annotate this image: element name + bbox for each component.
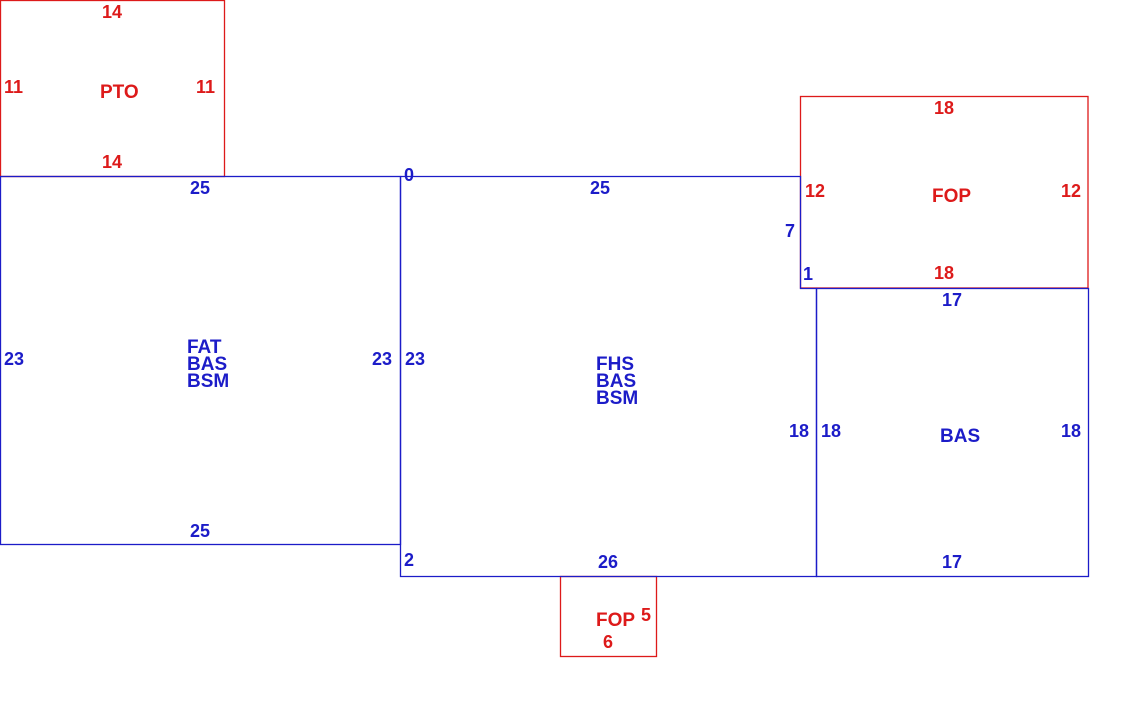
center-block-dim-top: 25 bbox=[590, 178, 610, 198]
right-bas-dim-top: 17 bbox=[942, 290, 962, 310]
left-block-label-1: FAT bbox=[187, 337, 222, 358]
fop-upper-area: 18 18 12 12 FOP bbox=[799, 95, 1089, 289]
fop-upper-dim-right: 12 bbox=[1061, 181, 1081, 201]
right-bas-area: 17 17 18 18 BAS bbox=[815, 287, 1090, 578]
left-block-dim-right: 23 bbox=[372, 349, 392, 369]
fop-lower-dim-right: 5 bbox=[641, 605, 651, 625]
center-block-dim-notch: 1 bbox=[803, 264, 813, 284]
center-block-label-1: FHS bbox=[596, 354, 634, 375]
fop-lower-label: FOP bbox=[596, 610, 635, 631]
fop-lower-dim-bottom: 6 bbox=[603, 632, 613, 652]
center-block-dim-left: 23 bbox=[405, 349, 425, 369]
fop-upper-dim-left: 12 bbox=[805, 181, 825, 201]
pto-dim-left: 11 bbox=[4, 77, 23, 97]
center-block-label-2: BAS bbox=[596, 371, 636, 392]
center-block-dim-upper-right: 7 bbox=[785, 221, 795, 241]
left-block-dim-top: 25 bbox=[190, 178, 210, 198]
right-bas-outline bbox=[815, 287, 1090, 578]
right-bas-label: BAS bbox=[940, 426, 980, 447]
center-block-area: 25 26 23 18 7 0 2 1 FHS BAS BSM bbox=[399, 165, 818, 578]
pto-dim-top: 14 bbox=[102, 2, 122, 22]
center-block-corner-bottom-left: 2 bbox=[404, 550, 414, 570]
pto-dim-bottom: 14 bbox=[102, 152, 122, 172]
center-block-dim-right: 18 bbox=[789, 421, 809, 441]
left-block-dim-bottom: 25 bbox=[190, 521, 210, 541]
pto-label: PTO bbox=[100, 82, 139, 103]
fop-upper-label: FOP bbox=[932, 186, 971, 207]
left-block-label-2: BAS bbox=[187, 354, 227, 375]
left-block-dim-left: 23 bbox=[4, 349, 24, 369]
right-bas-dim-right: 18 bbox=[1061, 421, 1081, 441]
center-block-label-3: BSM bbox=[596, 388, 638, 409]
right-bas-dim-left: 18 bbox=[821, 421, 841, 441]
fop-upper-dim-top: 18 bbox=[934, 98, 954, 118]
center-block-dim-bottom: 26 bbox=[598, 552, 618, 572]
right-bas-dim-bottom: 17 bbox=[942, 552, 962, 572]
center-block-corner-top-left: 0 bbox=[404, 165, 414, 185]
pto-area: 14 14 11 11 PTO bbox=[0, 0, 226, 178]
pto-dim-right: 11 bbox=[196, 77, 215, 97]
fop-lower-area: FOP 5 6 bbox=[559, 575, 658, 658]
fop-upper-dim-bottom: 18 bbox=[934, 263, 954, 283]
left-block-label-3: BSM bbox=[187, 371, 229, 392]
left-block-area: 25 25 23 23 FAT BAS BSM bbox=[0, 175, 402, 546]
